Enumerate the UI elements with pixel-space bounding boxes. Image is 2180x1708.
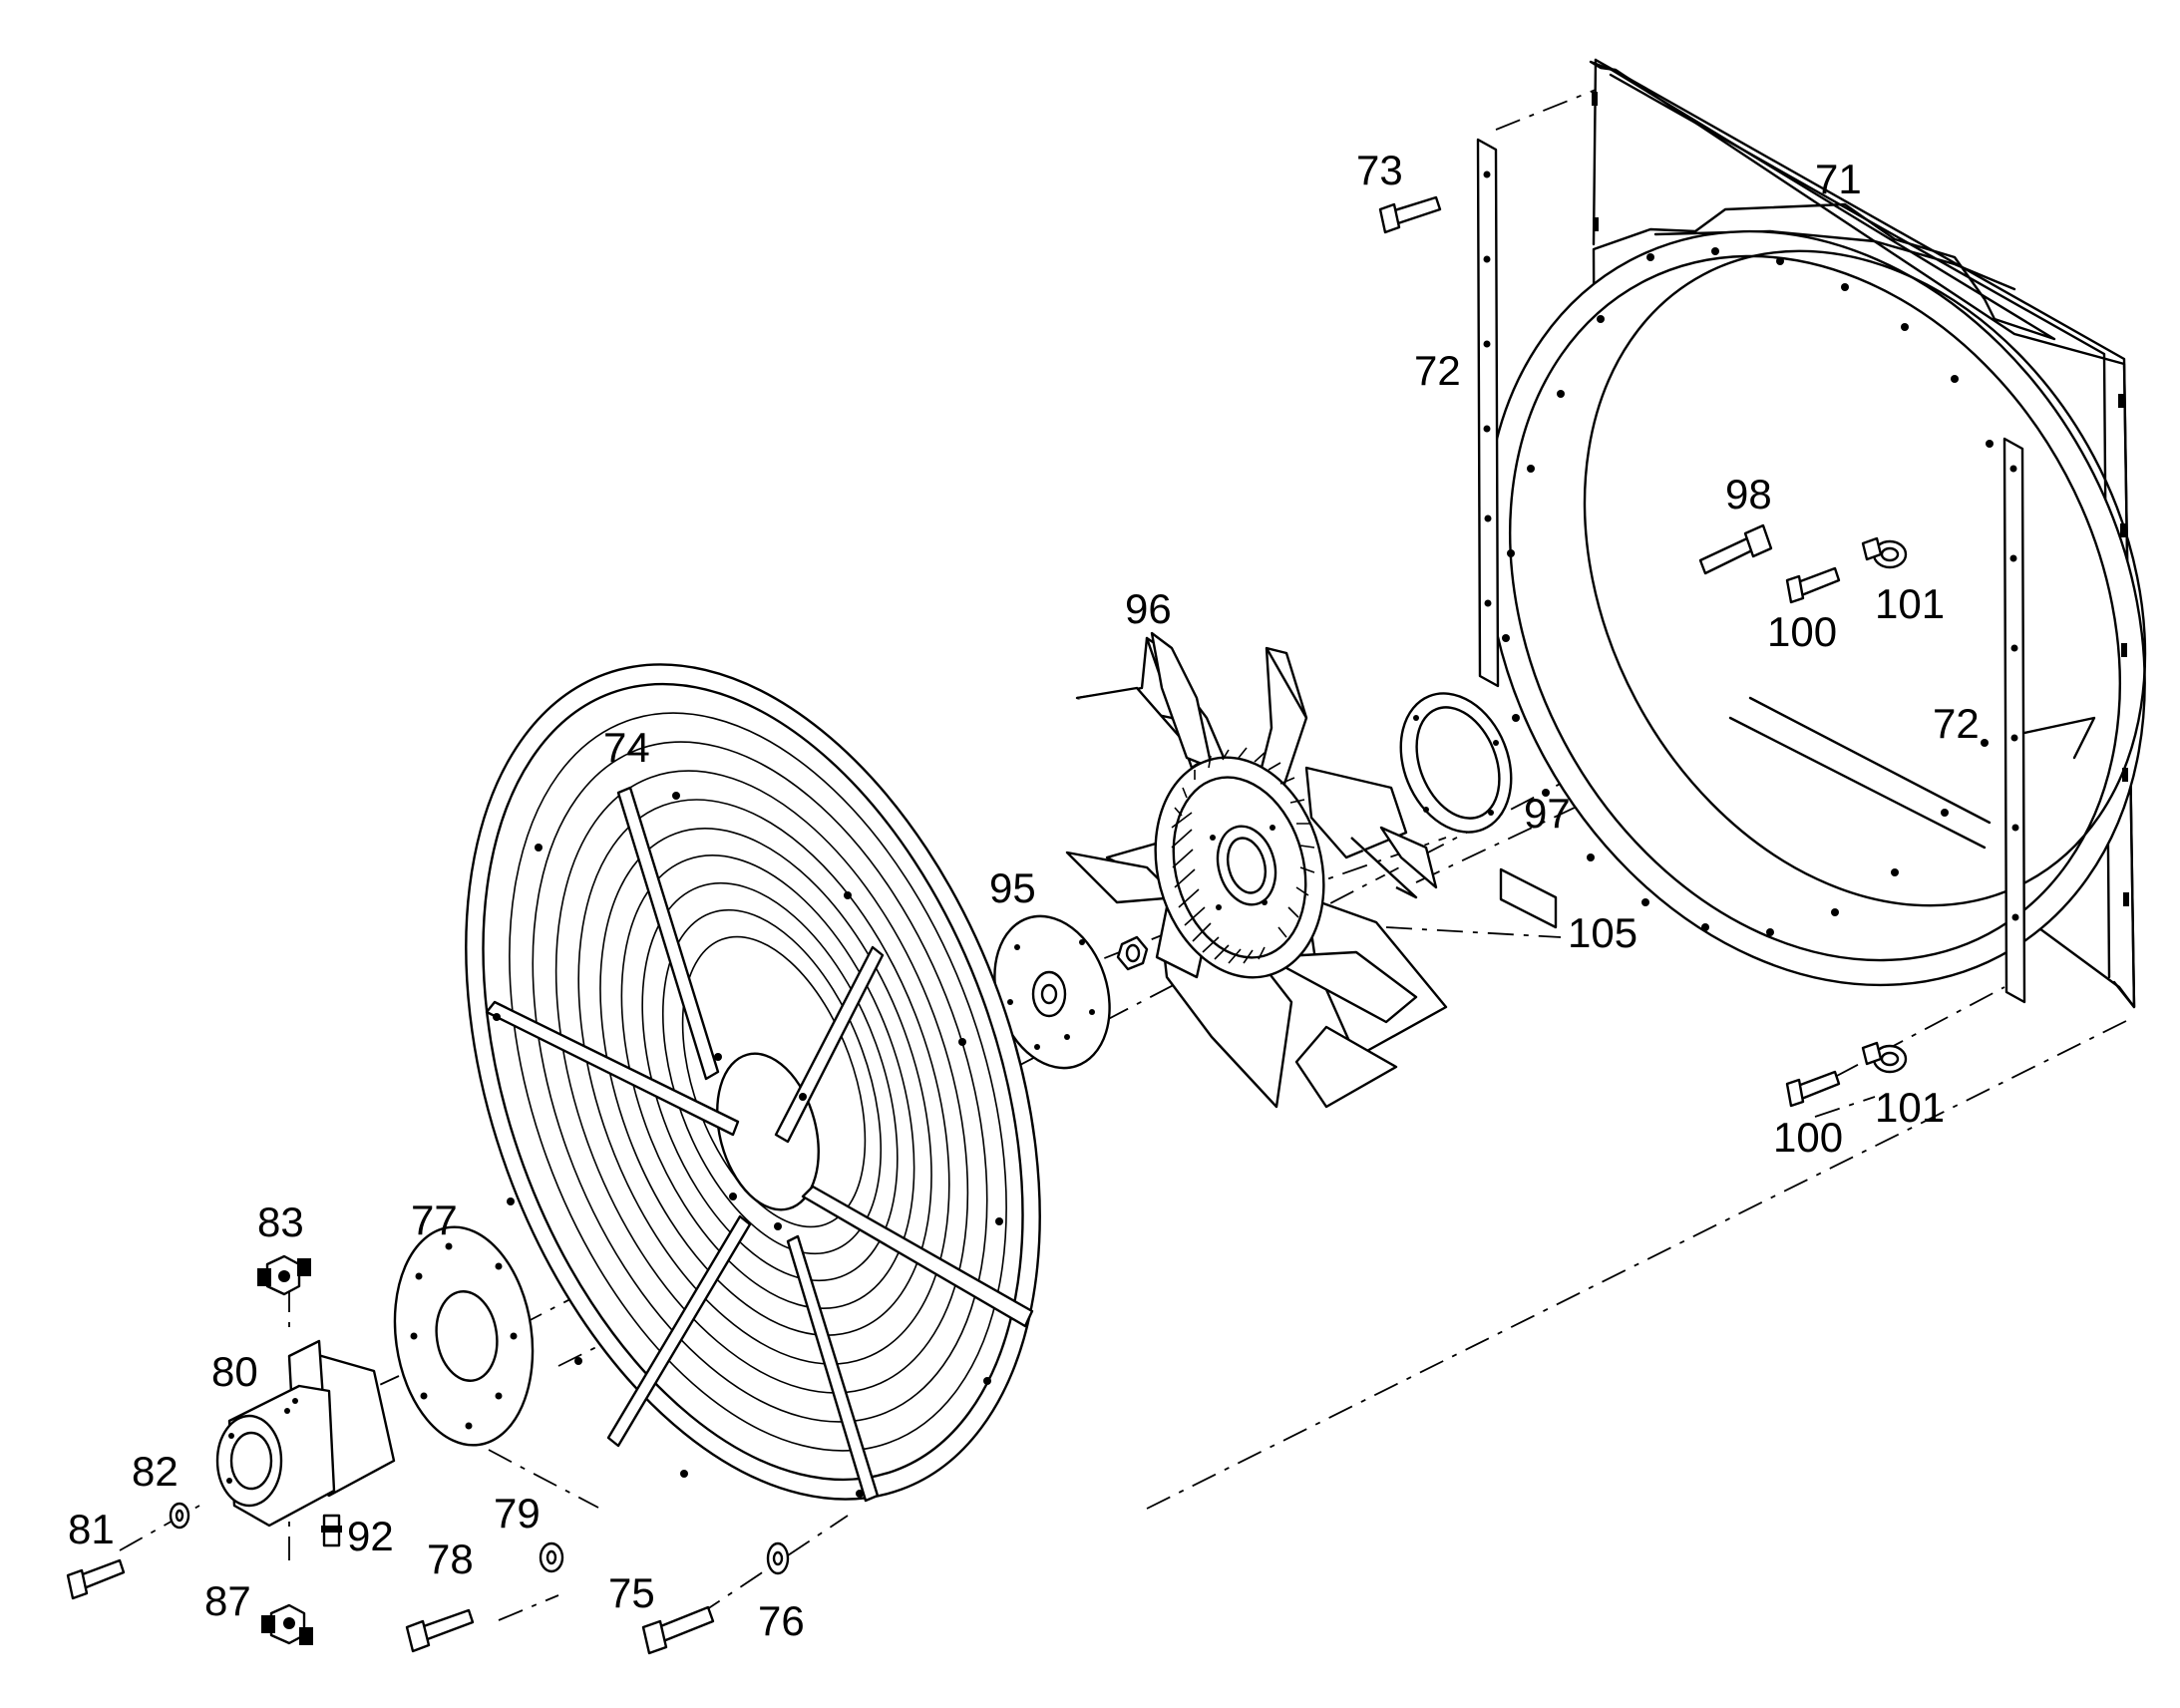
callout-79: 79: [494, 1490, 541, 1537]
callout-98: 98: [1725, 471, 1772, 517]
washer-82: [169, 1502, 190, 1530]
bolt-100-upper: [1785, 566, 1841, 604]
callout-81: 81: [68, 1506, 115, 1552]
bolt-73: [1378, 195, 1442, 234]
guard-support-bars: [485, 786, 1034, 1503]
fitting-87: [261, 1603, 313, 1645]
callout-72-left: 72: [1414, 347, 1461, 394]
clamp-101-upper: [1861, 536, 1908, 569]
bolt-78: [405, 1608, 475, 1653]
flange-plate-77: [393, 1225, 535, 1447]
guard-wire-rings: [509, 712, 1007, 1452]
callout-92: 92: [347, 1513, 394, 1559]
bolt-75: [641, 1605, 715, 1655]
callout-78: 78: [427, 1536, 474, 1582]
callout-76: 76: [758, 1597, 805, 1644]
callout-75: 75: [608, 1569, 655, 1616]
callout-80: 80: [211, 1348, 258, 1395]
washer-76: [766, 1541, 790, 1575]
clamp-101-lower: [1861, 1041, 1908, 1074]
callout-97: 97: [1524, 790, 1571, 837]
callout-77: 77: [411, 1196, 458, 1243]
callout-105: 105: [1568, 909, 1637, 956]
callout-100-upper: 100: [1767, 608, 1837, 655]
hydraulic-motor-80: [215, 1339, 396, 1528]
bolt-100-lower: [1785, 1070, 1841, 1108]
fan-impeller-96: [1065, 631, 1448, 1109]
fan-shroud-71: [1484, 58, 2147, 1009]
callout-95: 95: [989, 864, 1036, 911]
callout-96: 96: [1125, 585, 1172, 632]
fitting-83: [257, 1254, 311, 1296]
washer-79: [539, 1541, 564, 1573]
nut-95: [1116, 935, 1149, 971]
callout-71: 71: [1815, 156, 1862, 202]
hub-plate-95: [993, 914, 1111, 1070]
bolt-81: [66, 1558, 126, 1600]
edge-strip-72-right: [2002, 437, 2026, 1004]
ring-97: [1399, 692, 1513, 834]
bolt-98: [1698, 523, 1773, 575]
label-105: [1499, 867, 1558, 929]
callout-101-lower: 101: [1875, 1084, 1945, 1131]
edge-strip-72-left: [1476, 138, 1500, 688]
fan-guard-74: [465, 663, 1041, 1503]
callout-72-right: 72: [1933, 700, 1980, 747]
callout-100-lower: 100: [1773, 1114, 1843, 1161]
fitting-92: [321, 1514, 342, 1547]
callout-101-upper: 101: [1875, 580, 1945, 627]
callout-82: 82: [132, 1448, 179, 1495]
callout-73: 73: [1356, 147, 1403, 193]
callout-74: 74: [603, 724, 650, 771]
callout-83: 83: [257, 1198, 304, 1245]
callout-87: 87: [204, 1577, 251, 1624]
callout-labels: 71 72 72 73 74 75 76 77 78 79 80 81 82 8…: [68, 147, 1980, 1644]
